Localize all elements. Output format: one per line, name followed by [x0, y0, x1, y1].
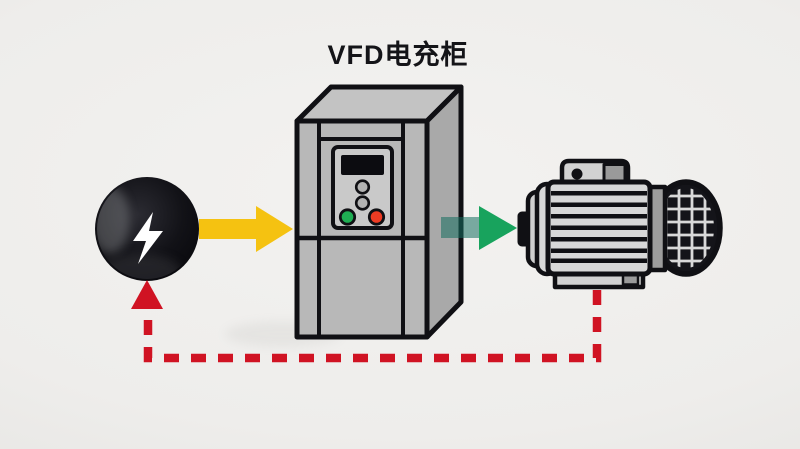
power-input-arrow	[199, 206, 293, 252]
cabinet-side-face	[424, 84, 464, 340]
output-arrow-head	[479, 206, 517, 250]
motor-ribs	[551, 191, 647, 263]
panel-button-gray-bottom	[354, 195, 371, 211]
display-screen	[341, 155, 384, 175]
panel-button-red	[367, 208, 386, 226]
power-output-arrow	[441, 206, 517, 250]
panel-button-green	[338, 208, 357, 226]
feedback-dashed-line	[143, 290, 602, 363]
terminal-box-hole	[571, 168, 583, 180]
vfd-cabinet-icon	[294, 84, 464, 340]
electric-motor-icon	[517, 158, 723, 290]
input-arrow-head	[256, 206, 293, 252]
output-arrow-shaft	[441, 217, 481, 238]
feedback-loop	[131, 280, 602, 363]
input-arrow-shaft	[199, 219, 258, 239]
feedback-arrow-head	[131, 280, 163, 309]
lightning-bolt-icon	[133, 212, 163, 264]
panel-button-gray-top	[354, 179, 371, 195]
diagram-title: VFD电充柜	[327, 40, 469, 70]
power-source	[95, 177, 199, 281]
